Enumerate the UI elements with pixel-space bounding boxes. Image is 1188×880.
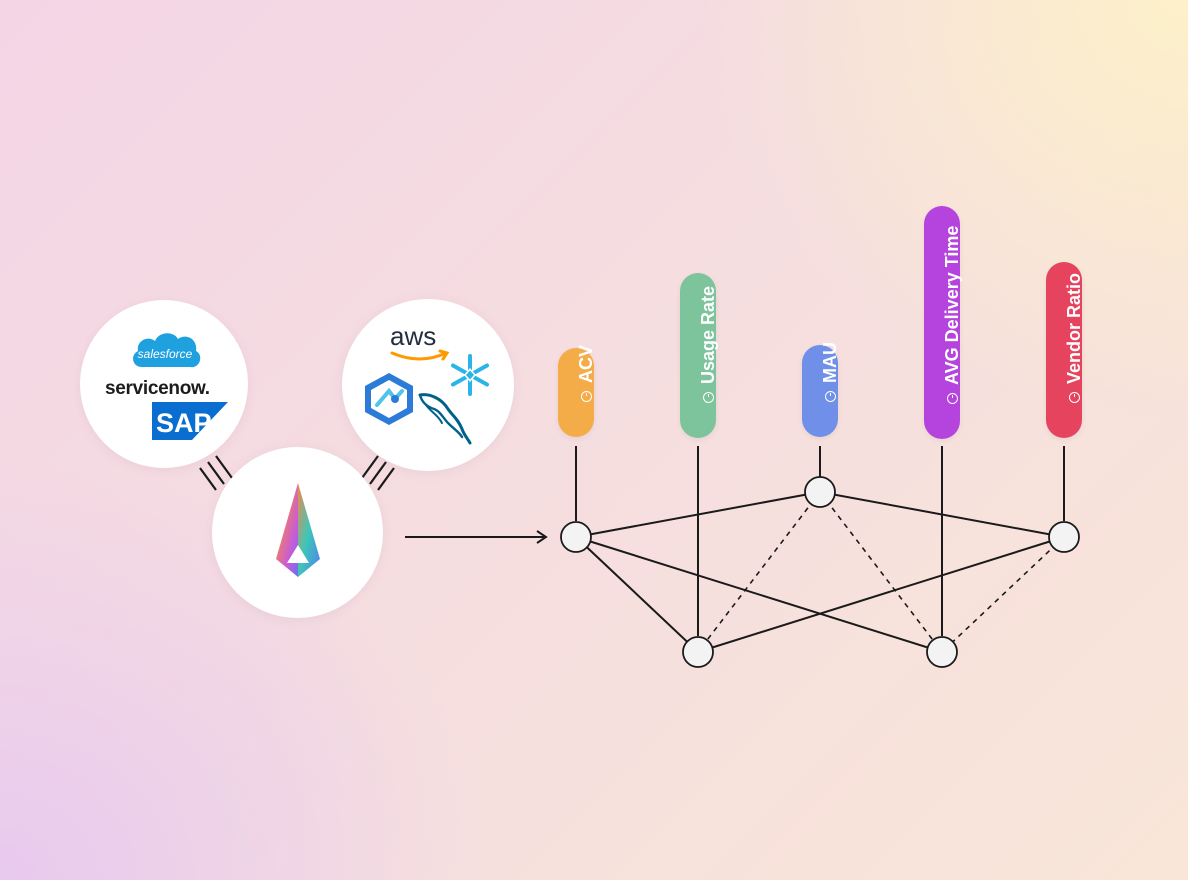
flow-arrow [405, 530, 548, 544]
edge-a-f [575, 536, 943, 653]
node-delivery [926, 636, 958, 668]
clock-icon [1069, 392, 1080, 403]
hub-circle [212, 447, 383, 618]
metric-label: Usage Rate [698, 285, 718, 384]
node-vendor [1048, 521, 1080, 553]
node-usage [682, 636, 714, 668]
clock-icon [825, 391, 836, 402]
servicenow-logo-text: servicenow. [105, 378, 210, 399]
connector-left [199, 455, 233, 491]
metric-pill-acv[interactable]: ACV [558, 344, 596, 437]
sap-logo-icon: SAP [152, 402, 228, 440]
prism-logo-icon [276, 483, 320, 577]
edge-dash-e-f [941, 536, 1065, 653]
snowflake-logo-icon [451, 354, 489, 396]
metric-pill-avg-delivery-time[interactable]: AVG Delivery Time [924, 206, 962, 439]
metric-label: ACV [576, 344, 596, 383]
azure-synapse-logo-icon [365, 373, 413, 425]
clock-icon [703, 392, 714, 403]
edge-a-c [575, 491, 821, 538]
metric-label: Vendor Ratio [1064, 272, 1084, 384]
metric-pill-vendor-ratio[interactable]: Vendor Ratio [1046, 262, 1084, 438]
metric-label: AVG Delivery Time [942, 225, 962, 385]
metric-label: MAU [820, 342, 840, 383]
node-mau [804, 476, 836, 508]
edge-c-e [819, 491, 1065, 538]
metric-pill-mau[interactable]: MAU [802, 342, 840, 437]
source-circle-data-warehouse: aws [342, 299, 514, 471]
edge-dash-c-f [819, 491, 943, 653]
aws-label: aws [390, 323, 436, 351]
node-acv [560, 521, 592, 553]
connector-right [361, 455, 395, 491]
sap-label: SAP [156, 408, 212, 438]
metric-pill-usage-rate[interactable]: Usage Rate [680, 273, 718, 438]
clock-icon [581, 391, 592, 402]
edge-dash-c-d [697, 491, 821, 653]
salesforce-label: salesforce [138, 347, 193, 361]
aws-logo-icon: aws [390, 323, 450, 361]
mysql-logo-icon [418, 393, 472, 445]
edge-dash-a-d [575, 536, 699, 653]
salesforce-logo-icon: salesforce [133, 333, 201, 368]
source-circle-crm: salesforce servicenow. SAP [80, 300, 248, 468]
edge-d-e [697, 536, 1065, 653]
clock-icon [947, 393, 958, 404]
